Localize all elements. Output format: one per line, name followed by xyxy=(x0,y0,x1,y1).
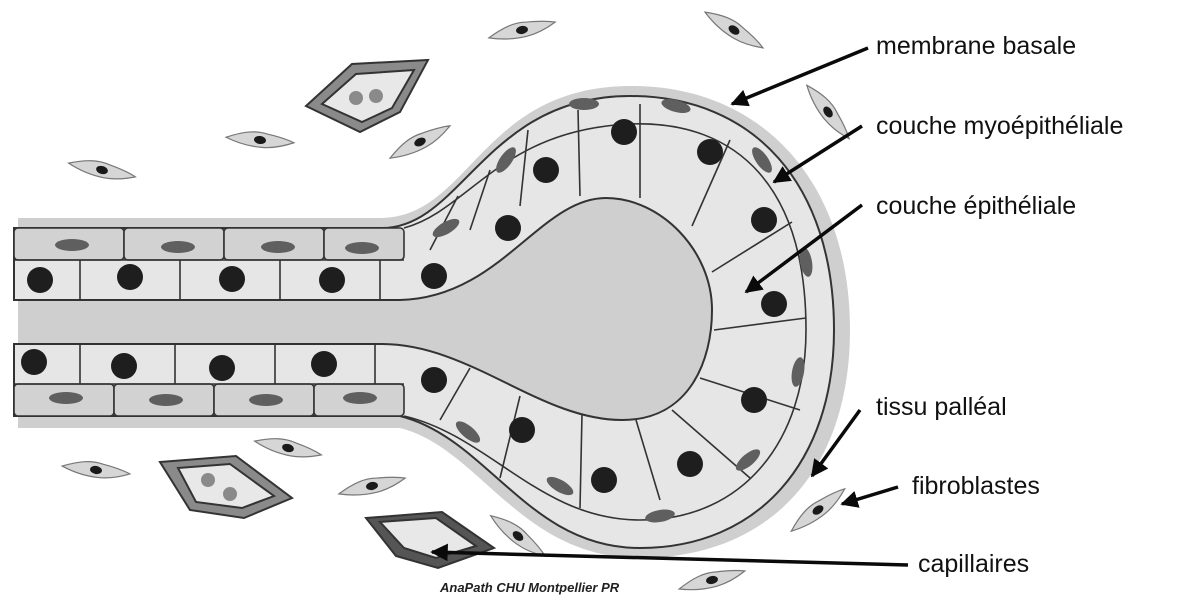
label-couche-myoepitheliale: couche myoépithéliale xyxy=(876,114,1123,139)
label-couche-epitheliale: couche épithéliale xyxy=(876,194,1076,219)
credit-text: AnaPath CHU Montpellier PR xyxy=(440,580,619,595)
label-capillaires: capillaires xyxy=(918,552,1029,577)
label-tissu-palleal: tissu palléal xyxy=(876,395,1007,420)
label-fibroblastes: fibroblastes xyxy=(912,474,1040,499)
label-membrane-basale: membrane basale xyxy=(876,34,1076,59)
